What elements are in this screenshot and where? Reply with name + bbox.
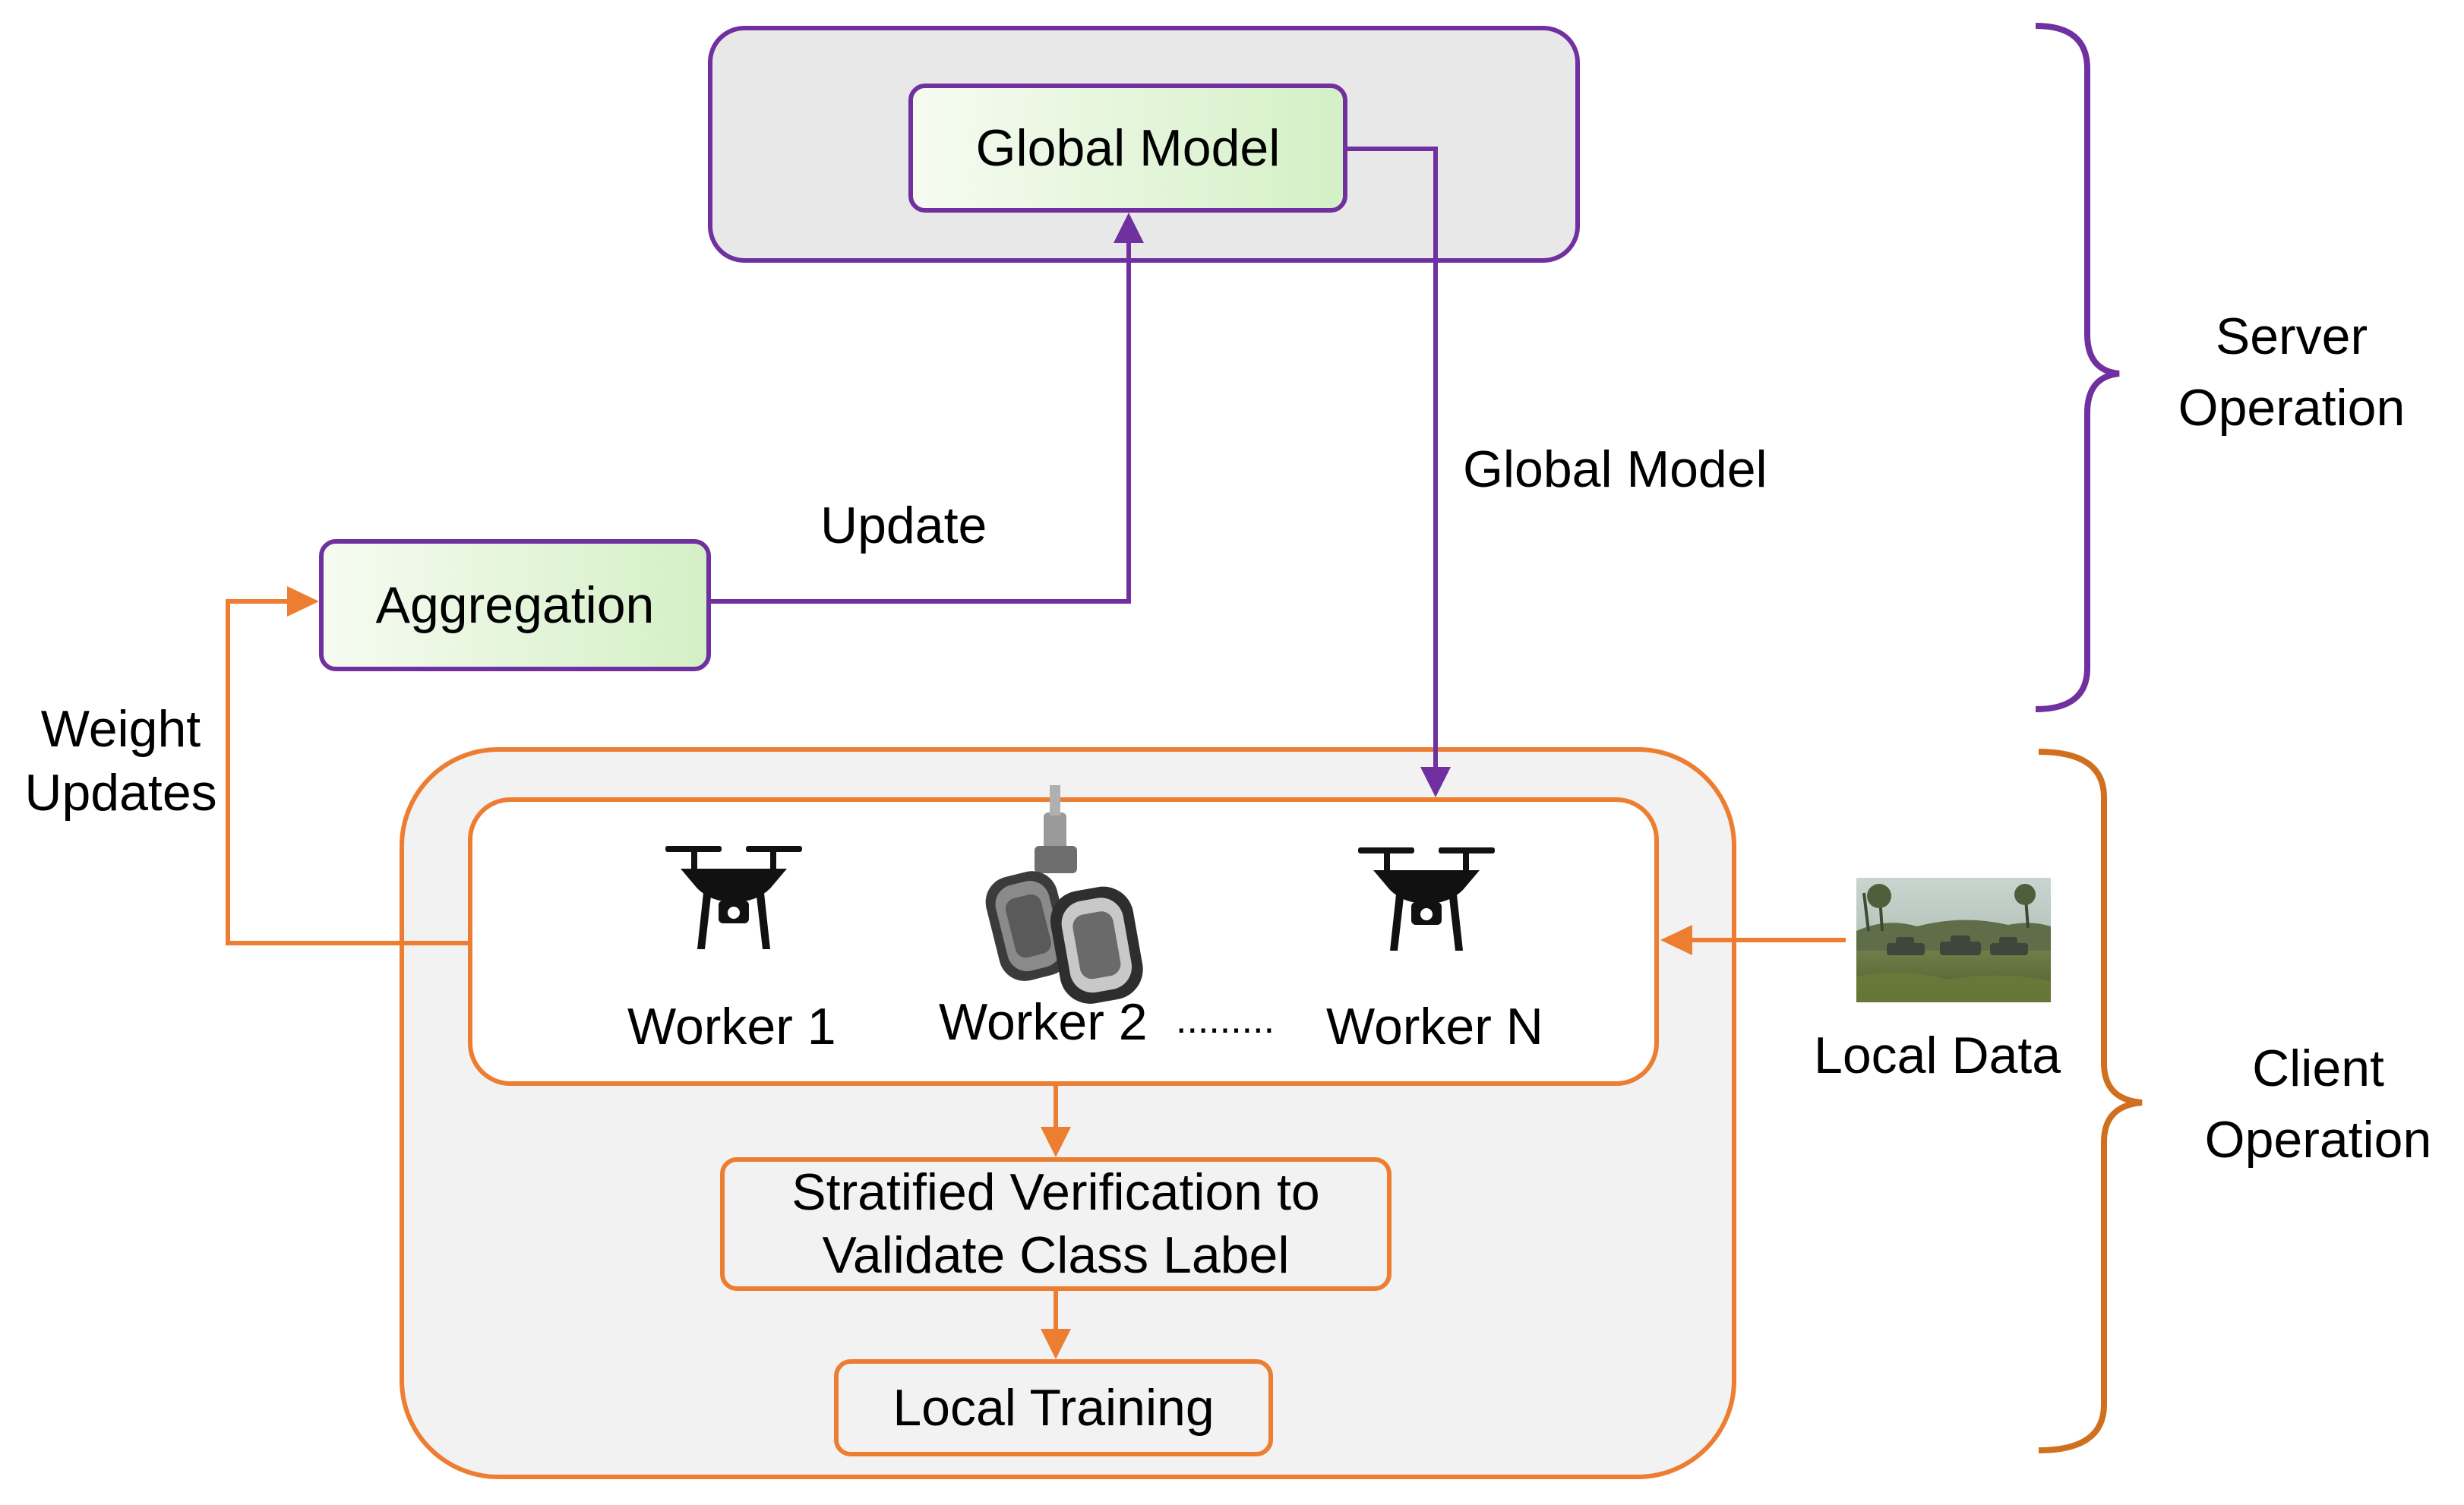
worker-1-label: Worker 1: [627, 998, 836, 1055]
workers-ellipsis: .........: [1176, 998, 1275, 1042]
local-data-label: Local Data: [1814, 1027, 2061, 1084]
client-operation-line-1: Client: [2252, 1040, 2384, 1097]
global-model-flow-label: Global Model: [1463, 440, 1767, 498]
client-operation-label: Client Operation: [2166, 1033, 2464, 1175]
client-operation-line-2: Operation: [2204, 1111, 2432, 1169]
weight-updates-line-2: Updates: [24, 764, 217, 822]
server-operation-line-2: Operation: [2178, 379, 2406, 437]
worker-2-ground-robot-icon: [985, 785, 1143, 1004]
local-training-label: Local Training: [892, 1379, 1215, 1437]
aggregation-to-global-model-arrow: [711, 213, 1144, 604]
update-label: Update: [820, 497, 987, 554]
weight-updates-arrow: [226, 586, 468, 945]
server-operation-line-1: Server: [2215, 308, 2368, 365]
global-model-box[interactable]: Global Model: [908, 84, 1347, 213]
worker-n-label: Worker N: [1326, 998, 1543, 1055]
verification-line-2: Validate Class Label: [822, 1226, 1290, 1284]
server-brace-icon: [2035, 23, 2120, 712]
global-model-to-workers-arrow: [1347, 147, 1451, 797]
verification-line-1: Stratified Verification to: [791, 1163, 1320, 1222]
local-data-image: [1856, 878, 2051, 1002]
aggregation-box[interactable]: Aggregation: [319, 539, 711, 671]
weight-updates-label: Weight Updates: [11, 697, 231, 825]
local-training-box[interactable]: Local Training: [834, 1359, 1273, 1456]
weight-updates-line-1: Weight: [40, 700, 201, 758]
verification-box[interactable]: Stratified Verification to Validate Clas…: [720, 1157, 1392, 1291]
worker-1-drone-icon: [665, 846, 802, 949]
worker-2-label: Worker 2: [939, 993, 1148, 1051]
worker-n-drone-icon: [1358, 847, 1495, 951]
client-brace-icon: [2038, 749, 2143, 1453]
local-data-arrow: [1660, 925, 1846, 955]
server-operation-label: Server Operation: [2143, 301, 2440, 443]
verification-to-training-arrow: [1041, 1291, 1071, 1359]
workers-to-verification-arrow: [1041, 1086, 1071, 1157]
aggregation-box-label: Aggregation: [375, 576, 655, 634]
global-model-box-label: Global Model: [975, 119, 1281, 177]
